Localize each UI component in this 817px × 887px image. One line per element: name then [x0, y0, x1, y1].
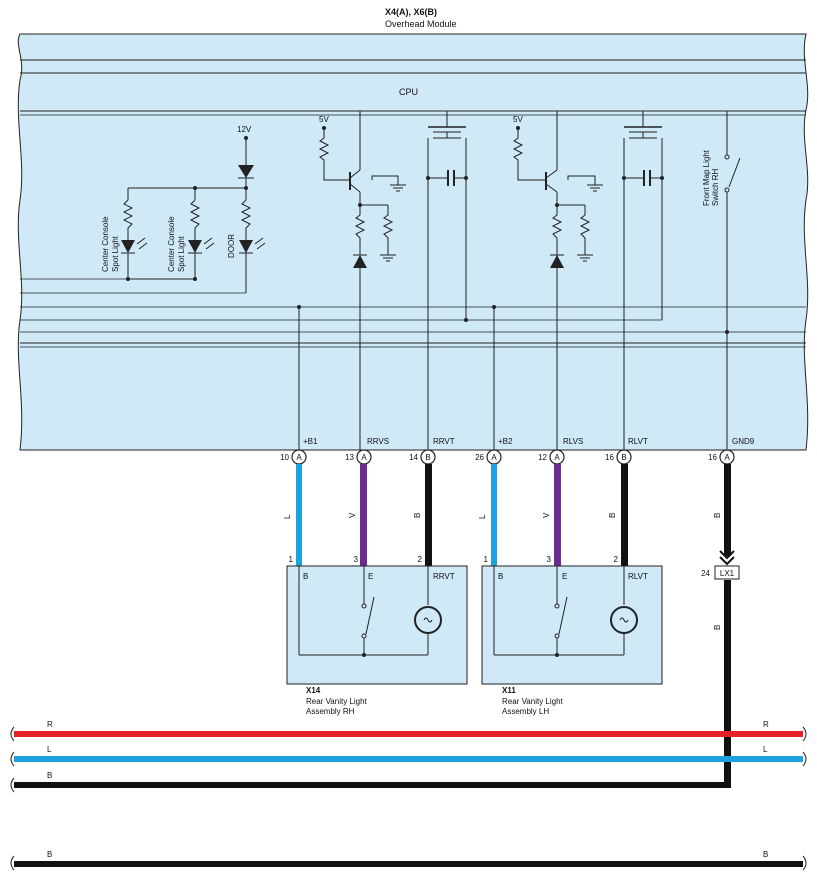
assembly-name: Assembly RH	[306, 707, 355, 716]
assembly-pin-number: 1	[289, 555, 294, 564]
wire-color-label: V	[348, 512, 357, 518]
pin-number: 12	[538, 453, 547, 462]
connector-letter: A	[491, 453, 497, 462]
assembly-code: X14	[306, 686, 321, 695]
assembly-code: X11	[502, 686, 516, 695]
pin-label: +B2	[498, 437, 513, 446]
assembly-pin-label: E	[562, 572, 567, 581]
wire-l	[491, 464, 497, 566]
connector-letter: B	[621, 453, 626, 462]
wire-v	[554, 464, 561, 566]
assembly-pin-label: E	[368, 572, 373, 581]
bus-label: R	[763, 720, 769, 729]
light-2-label-2: Spot Light	[177, 235, 186, 272]
wire-color-label: L	[283, 514, 292, 519]
module-body	[17, 33, 809, 451]
connector-pins	[291, 449, 735, 465]
bus-l	[14, 756, 803, 762]
splice-box	[714, 565, 740, 580]
wire-v	[360, 464, 367, 566]
assembly-pin-number: 2	[614, 555, 619, 564]
splice-label: LX1	[720, 569, 735, 578]
wire-b	[724, 580, 731, 788]
wire-color-label: B	[713, 513, 722, 518]
led-icon	[121, 240, 135, 253]
pin-number: 16	[708, 453, 717, 462]
assembly-x14	[286, 565, 468, 685]
wire-color-label: V	[542, 512, 551, 518]
bus-label: B	[47, 850, 52, 859]
wire-color-label: B	[608, 513, 617, 518]
connector-letter: A	[361, 453, 367, 462]
pin-label: RRVS	[367, 437, 389, 446]
assembly-name: Assembly LH	[502, 707, 549, 716]
diode-icon	[550, 255, 564, 268]
diode-icon	[238, 165, 254, 178]
wire-color-label: B	[413, 513, 422, 518]
led-icon	[188, 240, 202, 253]
bus-label: R	[47, 720, 53, 729]
bus-r	[14, 731, 803, 737]
module-code: X4(A), X6(B)	[385, 7, 437, 17]
light-1-label-1: Center Console	[101, 216, 110, 272]
pin-label: +B1	[303, 437, 318, 446]
switch-label-2: Switch RH	[711, 168, 720, 206]
diode-icon	[353, 255, 367, 268]
wire-b	[621, 464, 628, 566]
wire-b	[425, 464, 432, 566]
bus-label: L	[47, 745, 52, 754]
wire-b	[724, 464, 731, 556]
assembly-pin-label: B	[303, 572, 308, 581]
light-3-label: DOOR	[227, 234, 236, 258]
pin-label: GND9	[732, 437, 755, 446]
wire-l	[296, 464, 302, 566]
bus-label: B	[763, 850, 768, 859]
switch-label-1: Front Map Light	[702, 149, 711, 206]
bus-label: B	[47, 771, 52, 780]
pin-label: RLVS	[563, 437, 583, 446]
pin-number: 10	[280, 453, 289, 462]
assembly-name: Rear Vanity Light	[306, 697, 368, 706]
pin-number: 13	[345, 453, 354, 462]
assembly-x11	[481, 565, 663, 685]
pin-number: 26	[475, 453, 484, 462]
pin-label: RRVT	[433, 437, 455, 446]
assembly-pin-label: RLVT	[628, 572, 648, 581]
wire-color-label: L	[478, 514, 487, 519]
cpu-label: CPU	[399, 87, 418, 97]
supply-5v-left: 5V	[319, 115, 329, 124]
light-2-label-1: Center Console	[167, 216, 176, 272]
assembly-pin-number: 3	[547, 555, 552, 564]
light-1-label-2: Spot Light	[111, 235, 120, 272]
assembly-pin-number: 2	[418, 555, 423, 564]
supply-5v-right: 5V	[513, 115, 523, 124]
assembly-pin-number: 1	[484, 555, 489, 564]
pin-label: RLVT	[628, 437, 648, 446]
bus-b	[14, 782, 731, 788]
led-icon	[239, 240, 253, 253]
harness-wires	[296, 464, 731, 788]
pin-labels: +B1 RRVS RRVT +B2 RLVS RLVT GND9	[303, 437, 755, 446]
connector-letter: A	[554, 453, 560, 462]
connector-letter: B	[425, 453, 430, 462]
chevron-down-icon	[719, 550, 735, 566]
splice-number: 24	[701, 569, 710, 578]
bus-b-lower	[14, 861, 803, 867]
bus-wires	[10, 726, 807, 871]
bus-label: L	[763, 745, 768, 754]
connector-letter: A	[296, 453, 302, 462]
supply-12v: 12V	[237, 125, 252, 134]
assembly-pin-number: 3	[354, 555, 359, 564]
assembly-pin-label: RRVT	[433, 572, 455, 581]
pin-number: 14	[409, 453, 418, 462]
assembly-name: Rear Vanity Light	[502, 697, 564, 706]
connector-letter: A	[724, 453, 730, 462]
module-name: Overhead Module	[385, 19, 457, 29]
assembly-pin-label: B	[498, 572, 503, 581]
wire-color-label: B	[713, 625, 722, 630]
pin-number: 16	[605, 453, 614, 462]
